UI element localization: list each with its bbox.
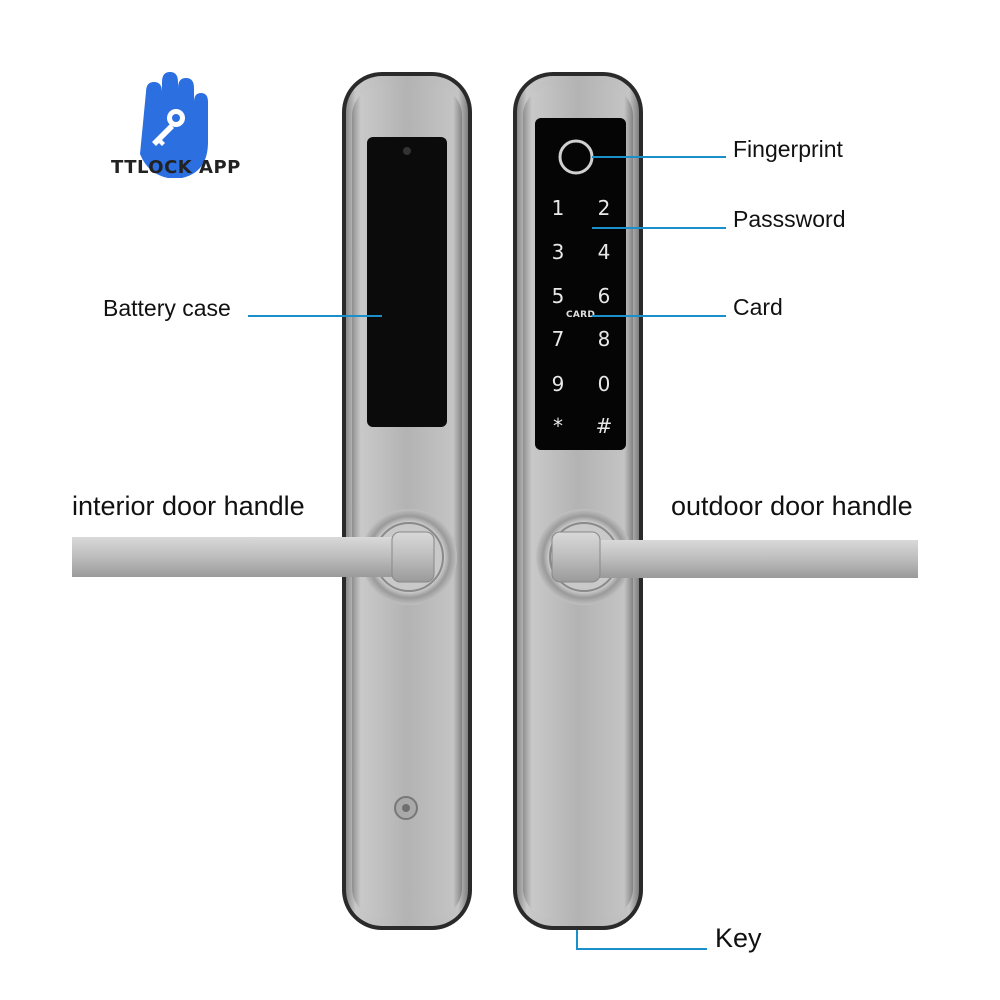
key-leader-vline [576, 930, 578, 950]
fingerprint-label: Fingerprint [733, 136, 843, 162]
keypad-key-hash[interactable]: # [595, 414, 613, 438]
hand-key-icon [140, 72, 208, 178]
keypad-key-3[interactable]: 3 [551, 240, 565, 264]
outdoor-door-handle [590, 540, 918, 578]
card-reader-label: CARD [566, 310, 596, 320]
keypad-key-5[interactable]: 5 [551, 284, 565, 308]
battery-case-label: Battery case [103, 295, 231, 321]
keypad-key-9[interactable]: 9 [551, 372, 565, 396]
password-label: Passsword [733, 206, 846, 232]
keypad-key-6[interactable]: 6 [597, 284, 611, 308]
keypad-key-0[interactable]: 0 [597, 372, 611, 396]
keypad-key-1[interactable]: 1 [551, 196, 565, 220]
keypad-panel [535, 118, 626, 450]
card-leader-line [592, 315, 726, 317]
interior-handle-label: interior door handle [72, 491, 305, 521]
keypad-key-2[interactable]: 2 [597, 196, 611, 220]
keypad-key-8[interactable]: 8 [597, 327, 611, 351]
fingerprint-leader-line [592, 156, 726, 158]
ttlock-app-label: TTLOCK APP [111, 157, 241, 178]
outdoor-handle-label: outdoor door handle [671, 491, 913, 521]
keypad-key-4[interactable]: 4 [597, 240, 611, 264]
battery-leader-line [248, 315, 382, 317]
key-label: Key [715, 923, 762, 953]
keypad-key-star[interactable]: * [553, 414, 563, 438]
card-label: Card [733, 294, 783, 320]
key-leader-line [576, 948, 707, 950]
password-leader-line [592, 227, 726, 229]
interior-door-handle [72, 537, 404, 577]
keypad-key-7[interactable]: 7 [551, 327, 565, 351]
battery-case-panel [367, 137, 447, 427]
